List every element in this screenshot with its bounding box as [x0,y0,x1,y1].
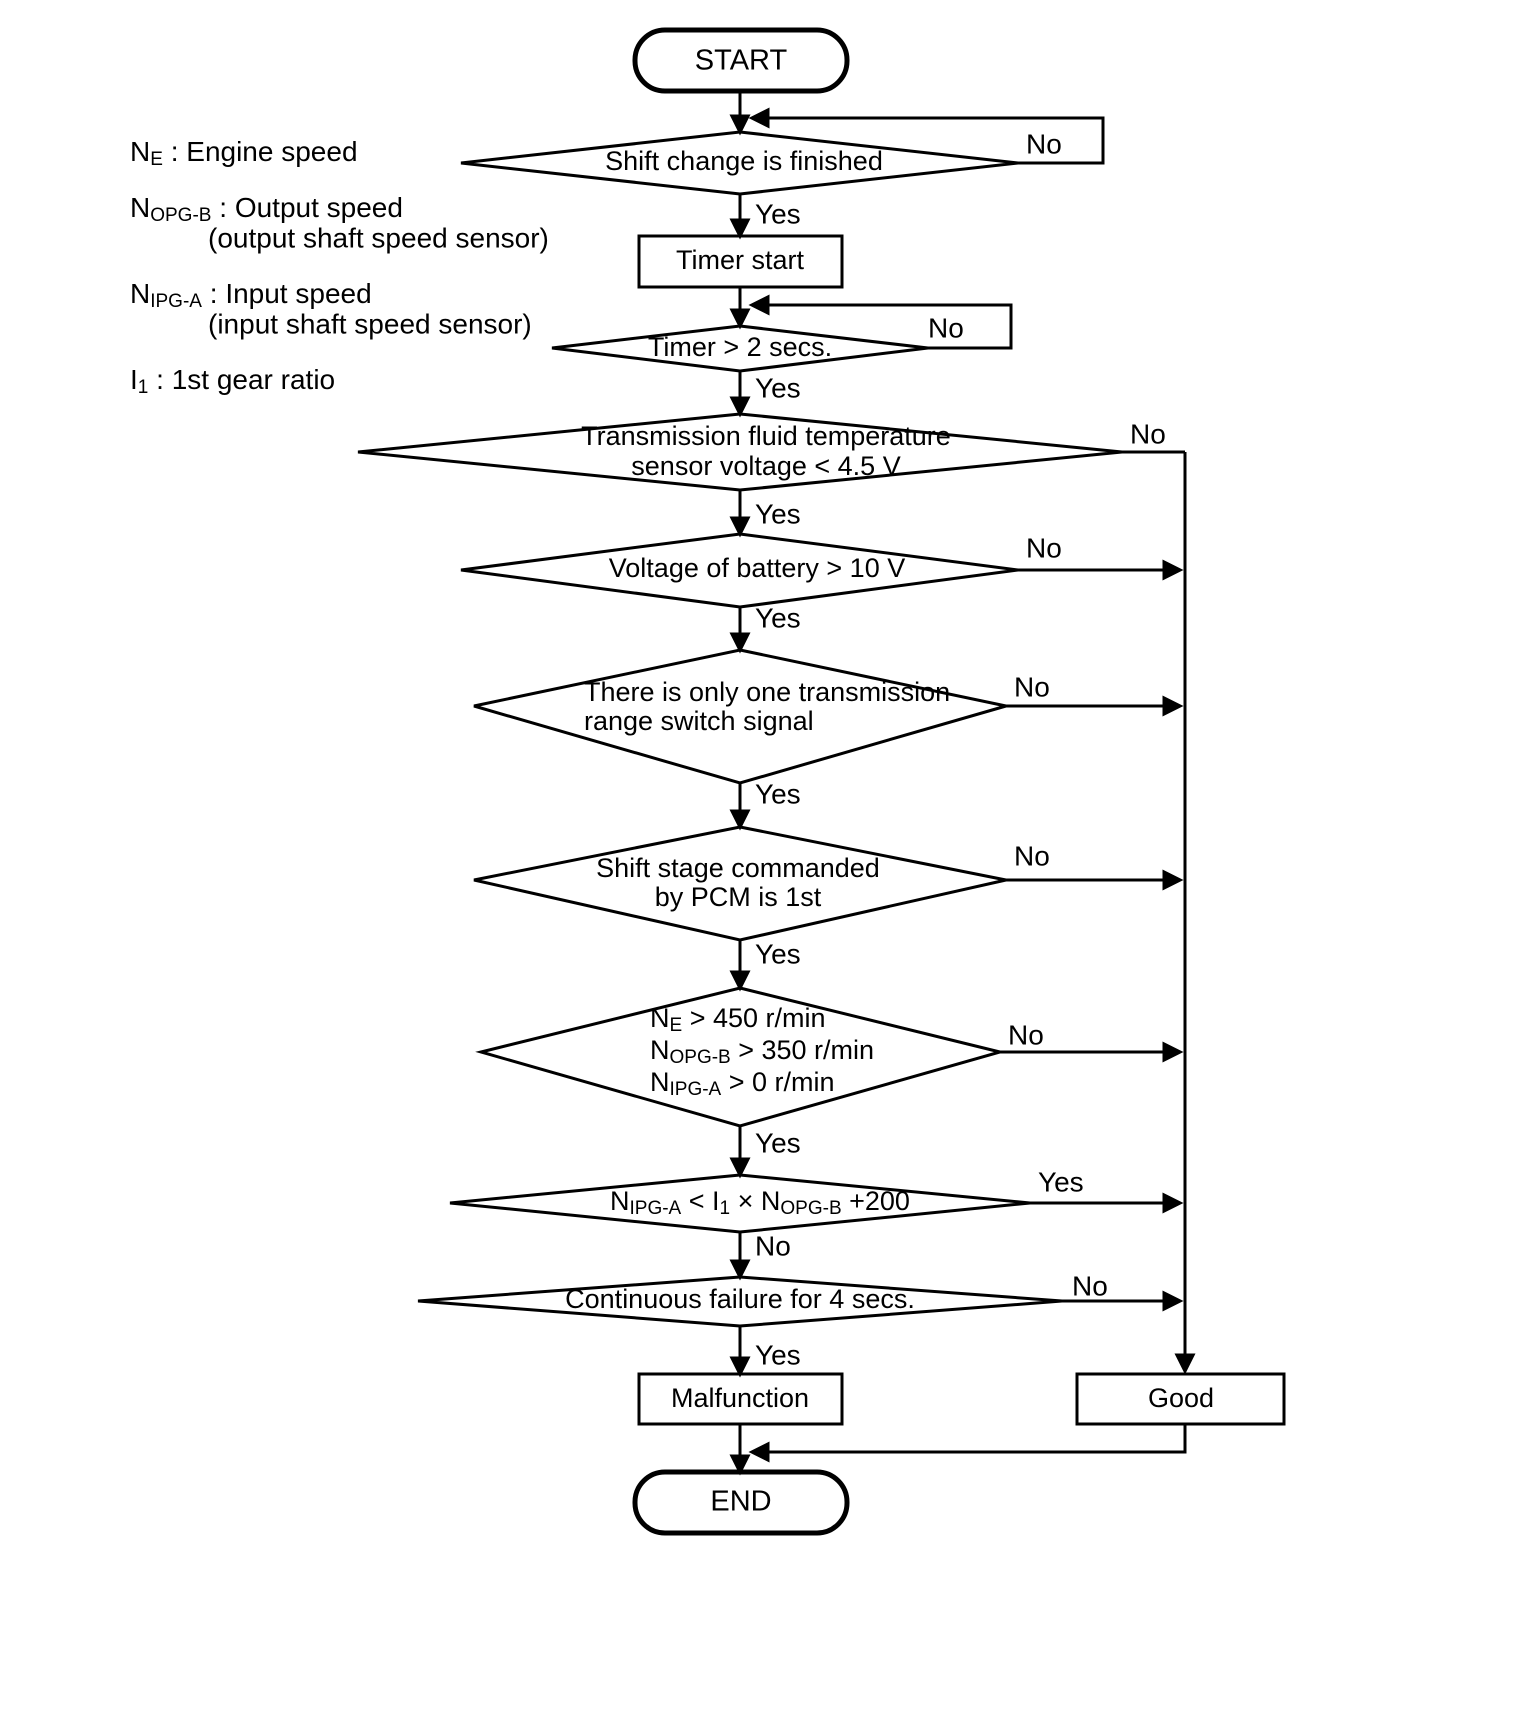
legend-note-2: (input shaft speed sensor) [208,308,532,339]
legend-label: 1st gear ratio [172,364,335,395]
edge-label-contfail-no: No [1072,1270,1108,1301]
legend-symbol-sub: E [150,149,163,170]
edge-label-contfail-yes: Yes [755,1339,801,1370]
node-shift-stage[interactable]: Shift stage commanded by PCM is 1st [473,825,1007,942]
node-shift-change[interactable]: Shift change is finished [460,130,1019,196]
node-range-switch-label-line1: There is only one transmission [584,677,950,707]
node-continuous-failure-label: Continuous failure for 4 secs. [565,1284,915,1314]
node-battery-voltage-label: Voltage of battery > 10 V [609,553,905,583]
speed-line2-symbol: N [650,1035,670,1065]
legend-symbol: N [130,278,150,309]
edge-good-to-end [748,1424,1187,1463]
legend-symbol-sub: 1 [138,377,149,398]
edge-label-shift-yes: Yes [755,198,801,229]
edge-label-shiftstage-yes: Yes [755,938,801,969]
node-timer-start[interactable]: Timer start [637,234,844,289]
edge-label-shiftstage-no: No [1014,840,1050,871]
node-ratio-check[interactable]: NIPG-A < I1 × NOPG-B +200 [449,1173,1031,1234]
speed-line3-sub: IPG-A [670,1079,722,1100]
edge-label-battery-yes: Yes [755,602,801,633]
speed-line2-rest: > 350 r/min [731,1035,874,1065]
legend-symbol-sub: IPG-A [150,291,202,312]
node-shift-change-label: Shift change is finished [605,146,883,176]
legend-separator: : [148,364,171,395]
edge-timer2s-no-loopback [748,294,1013,350]
node-speed-line3: NIPG-A > 0 r/min [650,1067,835,1100]
edge-label-rangeswitch-no: No [1014,671,1050,702]
legend-separator: : [202,278,225,309]
speed-line3-rest: > 0 r/min [721,1067,834,1097]
edge-labels: No Yes No Yes No Yes No Yes No Yes No Ye… [755,128,1166,1370]
ratio-p2: < [681,1186,712,1216]
node-end-label: END [710,1486,771,1518]
legend-label: Output speed [235,192,403,223]
node-start[interactable]: START [632,27,850,94]
node-fluid-temp-label-line2: sensor voltage < 4.5 V [631,451,900,481]
ratio-p5-sub: OPG-B [780,1198,841,1219]
node-range-switch[interactable]: There is only one transmission range swi… [473,648,1007,785]
legend-item-3: I1 : 1st gear ratio [130,364,335,398]
ratio-p3-symbol: I [712,1186,720,1216]
connectors [729,91,1196,1476]
ratio-p1-sub: IPG-A [630,1198,682,1219]
edge-label-ratiocheck-no: No [755,1230,791,1261]
node-battery-voltage[interactable]: Voltage of battery > 10 V [460,532,1019,609]
speed-line1-sub: E [670,1015,683,1036]
legend-separator: : [163,136,186,167]
edge-label-speeds-no: No [1008,1019,1044,1050]
node-timer-start-label: Timer start [676,245,804,275]
legend-symbol: I [130,364,138,395]
edge-label-speeds-yes: Yes [755,1127,801,1158]
legend-symbol-sub: OPG-B [150,205,211,226]
edge-label-fluidtemp-no: No [1130,418,1166,449]
node-good[interactable]: Good [1075,1372,1286,1426]
speed-line3-symbol: N [650,1067,670,1097]
speed-line1-symbol: N [650,1003,670,1033]
edge-label-shift-no: No [1026,128,1062,159]
edge-label-fluidtemp-yes: Yes [755,498,801,529]
node-speed-line1: NE > 450 r/min [650,1003,826,1036]
node-malfunction[interactable]: Malfunction [637,1372,844,1426]
ratio-p1-symbol: N [610,1186,630,1216]
node-start-label: START [695,45,788,77]
ratio-p6: +200 [842,1186,910,1216]
edge-label-battery-no: No [1026,532,1062,563]
speed-line2-sub: OPG-B [670,1047,731,1068]
node-timer-threshold[interactable]: Timer > 2 secs. [551,324,929,373]
legend: NE : Engine speed NOPG-B : Output speed … [130,136,549,398]
edge-label-timer-no: No [928,312,964,343]
legend-label: Input speed [225,278,371,309]
node-malfunction-label: Malfunction [671,1383,809,1413]
node-shift-stage-label-line2: by PCM is 1st [655,882,822,912]
node-fluid-temp-label-line1: Transmission fluid temperature [581,421,951,451]
node-end[interactable]: END [632,1469,850,1536]
legend-symbol: N [130,136,150,167]
node-timer-threshold-label: Timer > 2 secs. [648,332,832,362]
edge-label-rangeswitch-yes: Yes [755,778,801,809]
legend-note-1: (output shaft speed sensor) [208,222,549,253]
edge-label-ratiocheck-yes: Yes [1038,1166,1084,1197]
node-range-switch-label-line2: range switch signal [584,706,814,736]
node-shift-stage-label-line1: Shift stage commanded [596,853,880,883]
ratio-p5-symbol: N [761,1186,781,1216]
legend-item-0: NE : Engine speed [130,136,358,170]
legend-symbol: N [130,192,150,223]
ratio-p3-sub: 1 [720,1198,731,1219]
legend-separator: : [211,192,234,223]
node-ratio-check-label: NIPG-A < I1 × NOPG-B +200 [610,1186,910,1219]
legend-label: Engine speed [186,136,357,167]
node-speed-conditions[interactable]: NE > 450 r/min NOPG-B > 350 r/min NIPG-A… [475,986,1006,1128]
ratio-p4: × [730,1186,761,1216]
node-fluid-temp[interactable]: Transmission fluid temperature sensor vo… [357,412,1123,492]
node-continuous-failure[interactable]: Continuous failure for 4 secs. [417,1275,1063,1328]
edge-label-timer-yes: Yes [755,372,801,403]
speed-line1-rest: > 450 r/min [682,1003,825,1033]
edge-shift-no-loopback [748,107,1105,165]
node-speed-line2: NOPG-B > 350 r/min [650,1035,874,1068]
legend-item-2: NIPG-A : Input speed [130,278,372,312]
node-good-label: Good [1148,1383,1214,1413]
legend-item-1: NOPG-B : Output speed [130,192,403,226]
